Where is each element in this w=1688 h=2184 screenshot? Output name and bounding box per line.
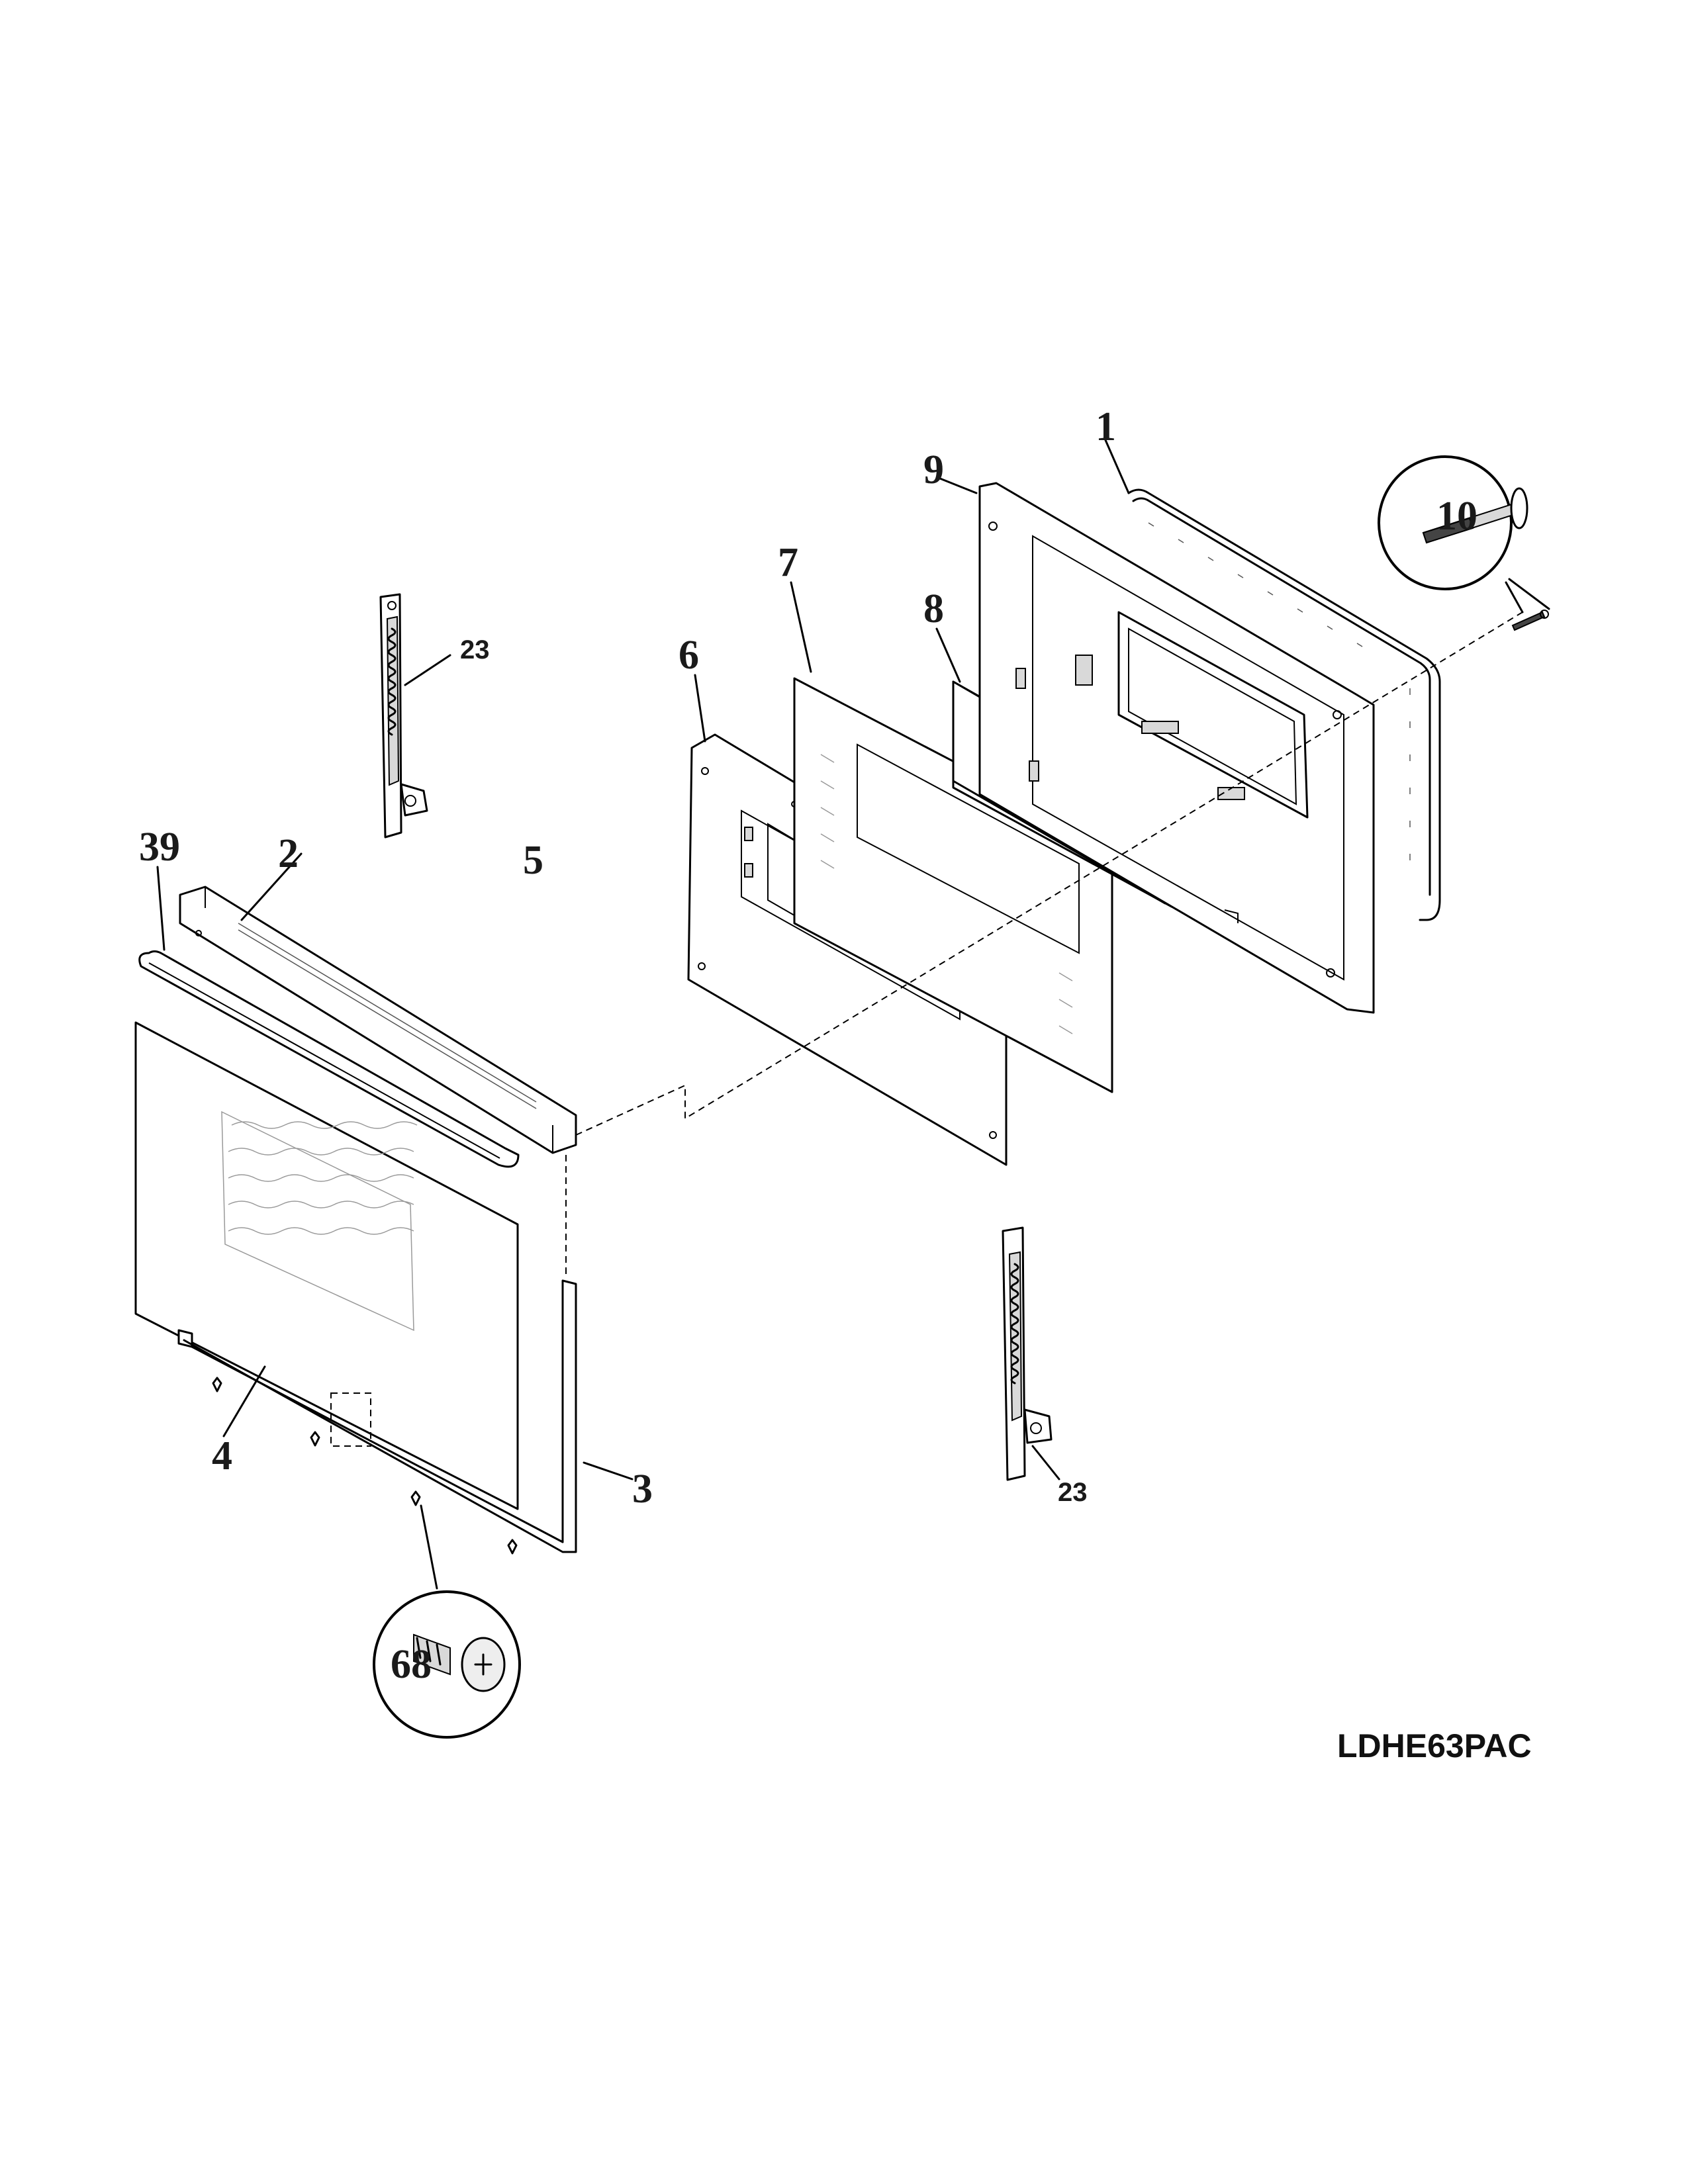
callout-39: 39 — [139, 825, 180, 870]
drawing-code: LDHE63PAC — [1337, 1727, 1532, 1764]
callout-23-lower-hinge: 23 — [1058, 1478, 1088, 1507]
bolt-detail-circle — [1378, 455, 1550, 631]
outer-door-glass-panel — [134, 1021, 519, 1510]
inner-door-frame — [978, 482, 1375, 1014]
callout-6: 6 — [679, 633, 699, 678]
callout-68: 68 — [391, 1642, 432, 1687]
callout-2: 2 — [278, 831, 299, 876]
oven-door-hinge-lower — [1002, 1226, 1060, 1481]
leader-lines — [156, 439, 1524, 1590]
callout-7: 7 — [778, 540, 798, 585]
callout-1: 1 — [1096, 404, 1116, 449]
door-gasket — [1127, 488, 1441, 921]
callout-4: 4 — [212, 1433, 232, 1479]
door-screws — [212, 1377, 518, 1555]
callout-8: 8 — [923, 586, 944, 631]
callout-23-upper-hinge: 23 — [460, 635, 490, 664]
callout-10: 10 — [1436, 494, 1477, 539]
door-top-trim — [179, 886, 577, 1154]
assembly-alignment-lines — [565, 612, 1523, 1277]
oven-door-hinge-upper — [379, 593, 451, 839]
bottom-door-trim — [177, 1279, 577, 1553]
callout-3: 3 — [632, 1467, 653, 1512]
callout-9: 9 — [923, 447, 944, 492]
callout-5: 5 — [523, 838, 543, 883]
door-handle — [138, 950, 520, 1168]
screw-detail-circle — [373, 1590, 521, 1739]
